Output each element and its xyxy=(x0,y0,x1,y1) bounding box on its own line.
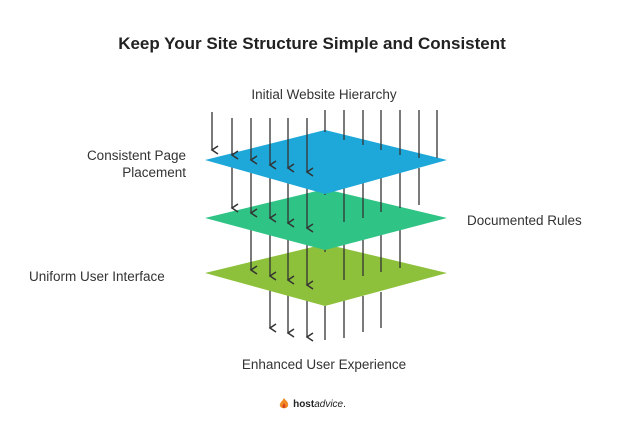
label-documented-rules: Documented Rules xyxy=(467,213,582,228)
layer-consistent-placement xyxy=(205,130,447,194)
hostadvice-logo: hostadvice. xyxy=(0,398,624,410)
label-uniform-ui: Uniform User Interface xyxy=(29,269,165,284)
hostadvice-flame-icon xyxy=(279,398,289,409)
layer-uniform-ui xyxy=(205,244,447,306)
layer-documented-rules xyxy=(205,189,447,250)
diagram-title: Keep Your Site Structure Simple and Cons… xyxy=(118,34,506,53)
label-enhanced-experience: Enhanced User Experience xyxy=(241,357,407,372)
label-consistent-placement: Consistent Page Placement xyxy=(86,148,186,180)
hostadvice-wordmark: hostadvice. xyxy=(293,398,346,410)
label-initial-hierarchy: Initial Website Hierarchy xyxy=(251,87,397,102)
